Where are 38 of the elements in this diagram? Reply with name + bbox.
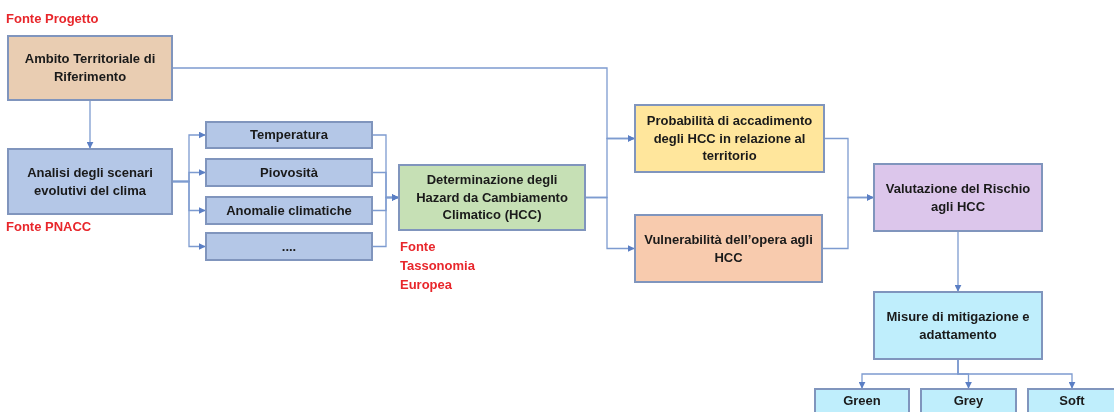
placeholder-box bbox=[205, 232, 373, 261]
process-box bbox=[634, 214, 823, 283]
connector-arrow bbox=[585, 196, 635, 252]
process-box bbox=[205, 196, 373, 225]
source-note: Fonte PNACC bbox=[6, 218, 92, 236]
connector-arrow bbox=[372, 194, 399, 248]
process-box bbox=[1027, 388, 1114, 412]
box-label: Temperatura bbox=[249, 126, 329, 144]
connector-arrow bbox=[86, 100, 94, 149]
connector-arrow bbox=[957, 359, 1076, 389]
box-label: Ambito Territoriale di Riferimento bbox=[23, 50, 157, 86]
process-box bbox=[7, 148, 173, 215]
process-box bbox=[814, 388, 910, 412]
process-box bbox=[634, 104, 825, 173]
box-label: Analisi degli scenari evolutivi del clima bbox=[26, 163, 154, 200]
connector-arrow bbox=[822, 194, 874, 250]
process-box bbox=[205, 121, 373, 149]
process-box bbox=[7, 35, 173, 101]
box-label: Anomalie climatiche bbox=[225, 201, 353, 220]
connector-arrow bbox=[954, 231, 962, 292]
process-box bbox=[205, 158, 373, 187]
box-label: Determinazione degli Hazard da Cambiamento Climatico (HCC) bbox=[415, 171, 569, 224]
connector-arrow bbox=[172, 180, 206, 250]
box-label: Misure di mitigazione e adattamento bbox=[885, 307, 1031, 344]
box-label: Green bbox=[842, 392, 882, 410]
source-note: Fonte Progetto bbox=[6, 10, 99, 28]
process-box bbox=[398, 164, 586, 231]
box-label: Piovosità bbox=[259, 163, 319, 182]
process-box bbox=[873, 163, 1043, 232]
box-label: Valutazione del Rischio agli HCC bbox=[884, 179, 1032, 216]
source-note: Fonte Tassonomia Europea bbox=[400, 238, 476, 294]
box-label: .... bbox=[280, 237, 298, 256]
process-box bbox=[920, 388, 1017, 412]
box-label: Soft bbox=[1058, 392, 1086, 410]
process-box bbox=[873, 291, 1043, 360]
box-label: Probabilità di accadimento degli HCC in relazione al territorio bbox=[645, 112, 814, 165]
box-label: Vulnerabilità dell’opera agli HCC bbox=[643, 230, 814, 267]
box-label: Grey bbox=[952, 392, 985, 410]
